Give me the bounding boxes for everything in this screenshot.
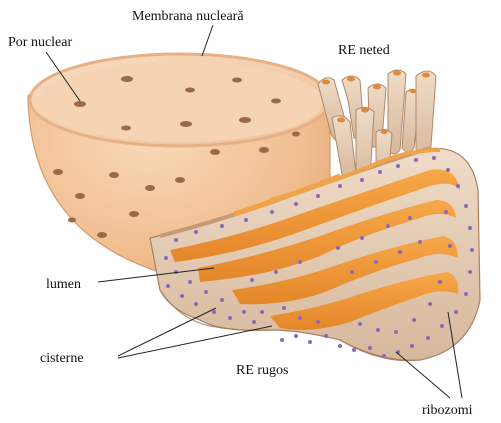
label-ribosomes: ribozomi (422, 403, 473, 418)
leader-ribosomes-2 (447, 311, 463, 399)
smooth-er (317, 69, 437, 187)
nuclear-pores (53, 76, 300, 238)
leader-membrane (201, 24, 214, 57)
label-lumen: lumen (46, 277, 81, 292)
label-pore: Por nuclear (8, 35, 72, 50)
leader-cisterns-2 (117, 325, 273, 359)
pore-icon (53, 76, 300, 238)
label-cisterns: cisterne (40, 351, 84, 366)
leader-lumen (97, 267, 215, 283)
rough-er (149, 146, 481, 362)
label-smooth-er: RE neted (338, 43, 390, 58)
label-membrane: Membrana nucleară (132, 9, 244, 24)
leader-ribosomes-1 (395, 351, 451, 399)
leader-cisterns-1 (117, 307, 217, 357)
label-rough-er: RE rugos (236, 363, 289, 378)
ribosomes (164, 156, 474, 358)
leader-pore (45, 51, 81, 102)
leader-lines (45, 24, 463, 399)
nuclear-envelope (27, 52, 332, 285)
